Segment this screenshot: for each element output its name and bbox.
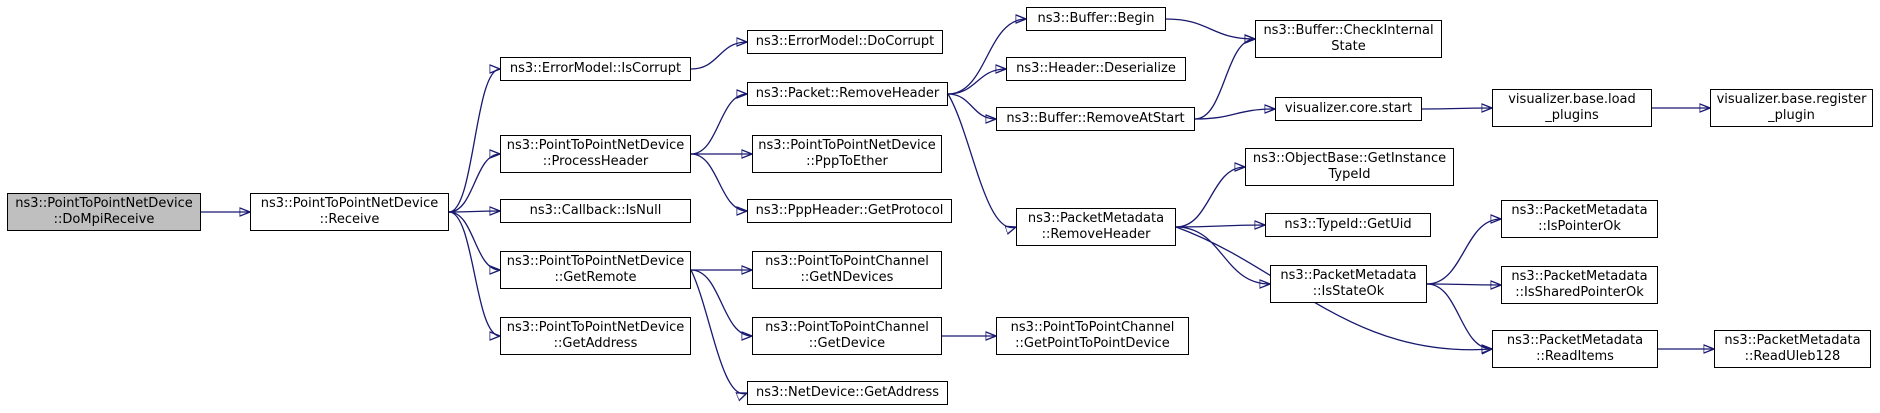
node-ppptoether[interactable]: ns3::PointToPointNetDevice ::PppToEther xyxy=(752,135,942,173)
edge-packet-removeheader-to-removeatstart xyxy=(947,93,997,119)
edge-iscorrupt-to-docorrupt xyxy=(690,42,747,70)
node-pm-removeheader[interactable]: ns3::PacketMetadata ::RemoveHeader xyxy=(1016,208,1176,246)
edge-receive-to-processheader xyxy=(448,154,501,213)
edge-pm-removeheader-to-readitems xyxy=(1175,226,1492,350)
node-register-plugin[interactable]: visualizer.base.register _plugin xyxy=(1710,89,1873,127)
node-getdevice[interactable]: ns3::PointToPointChannel ::GetDevice xyxy=(752,317,942,355)
node-getpointtopointdevice[interactable]: ns3::PointToPointChannel ::GetPointToPoi… xyxy=(996,317,1189,355)
edge-core-start-to-load-plugins xyxy=(1421,108,1492,109)
node-checkinternal[interactable]: ns3::Buffer::CheckInternal State xyxy=(1255,20,1442,58)
edge-getremote-to-getdevice xyxy=(690,269,753,336)
edge-packet-removeheader-to-pm-removeheader xyxy=(947,93,1016,228)
edge-isstateok-to-ispointerok xyxy=(1426,219,1501,285)
node-docorrupt[interactable]: ns3::ErrorModel::DoCorrupt xyxy=(747,30,943,54)
node-readuleb128[interactable]: ns3::PacketMetadata ::ReadUleb128 xyxy=(1714,330,1871,368)
node-root: ns3::PointToPointNetDevice ::DoMpiReceiv… xyxy=(7,193,201,231)
edge-getremote-to-netdevice-getaddress xyxy=(690,269,747,394)
edge-pm-removeheader-to-getinstancetypeid xyxy=(1175,167,1245,228)
node-getaddress-p2p[interactable]: ns3::PointToPointNetDevice ::GetAddress xyxy=(500,317,691,355)
edge-isstateok-to-issharedpointerok xyxy=(1426,284,1501,285)
node-getinstancetypeid[interactable]: ns3::ObjectBase::GetInstance TypeId xyxy=(1245,148,1454,186)
edge-receive-to-getaddress-p2p xyxy=(448,211,501,336)
edge-isstateok-to-readitems xyxy=(1426,283,1493,349)
node-readitems[interactable]: ns3::PacketMetadata ::ReadItems xyxy=(1492,330,1658,368)
node-core-start[interactable]: visualizer.core.start xyxy=(1275,97,1422,121)
edge-processheader-to-getprotocol xyxy=(690,153,748,211)
node-netdevice-getaddress[interactable]: ns3::NetDevice::GetAddress xyxy=(747,381,948,405)
node-receive[interactable]: ns3::PointToPointNetDevice ::Receive xyxy=(250,193,449,231)
node-header-deserialize[interactable]: ns3::Header::Deserialize xyxy=(1006,57,1186,81)
edge-removeatstart-to-checkinternal xyxy=(1194,39,1256,120)
node-getndevices[interactable]: ns3::PointToPointChannel ::GetNDevices xyxy=(752,251,942,289)
node-removeatstart[interactable]: ns3::Buffer::RemoveAtStart xyxy=(996,107,1195,131)
edge-packet-removeheader-to-buffer-begin xyxy=(947,19,1026,95)
edge-buffer-begin-to-checkinternal xyxy=(1165,18,1255,39)
node-ispointerok[interactable]: ns3::PacketMetadata ::IsPointerOk xyxy=(1501,200,1658,238)
edge-receive-to-iscorrupt xyxy=(448,69,501,213)
node-processheader[interactable]: ns3::PointToPointNetDevice ::ProcessHead… xyxy=(500,135,691,173)
edge-receive-to-isnull xyxy=(448,211,500,212)
node-load-plugins[interactable]: visualizer.base.load _plugins xyxy=(1492,89,1652,127)
node-iscorrupt[interactable]: ns3::ErrorModel::IsCorrupt xyxy=(500,57,691,81)
edge-receive-to-getremote xyxy=(448,211,501,270)
node-getremote[interactable]: ns3::PointToPointNetDevice ::GetRemote xyxy=(500,251,691,289)
edge-packet-removeheader-to-header-deserialize xyxy=(947,69,1006,95)
edge-pm-removeheader-to-isstateok xyxy=(1175,226,1270,284)
node-getprotocol[interactable]: ns3::PppHeader::GetProtocol xyxy=(747,199,952,223)
edge-processheader-to-packet-removeheader xyxy=(690,94,748,155)
node-getuid[interactable]: ns3::TypeId::GetUid xyxy=(1265,213,1431,237)
edge-pm-removeheader-to-getuid xyxy=(1175,225,1265,227)
node-buffer-begin[interactable]: ns3::Buffer::Begin xyxy=(1026,7,1166,31)
edge-removeatstart-to-core-start xyxy=(1194,109,1275,120)
node-isnull[interactable]: ns3::Callback::IsNull xyxy=(500,199,691,223)
node-packet-removeheader[interactable]: ns3::Packet::RemoveHeader xyxy=(747,82,948,106)
node-isstateok[interactable]: ns3::PacketMetadata ::IsStateOk xyxy=(1270,265,1427,303)
node-issharedpointerok[interactable]: ns3::PacketMetadata ::IsSharedPointerOk xyxy=(1501,266,1658,304)
